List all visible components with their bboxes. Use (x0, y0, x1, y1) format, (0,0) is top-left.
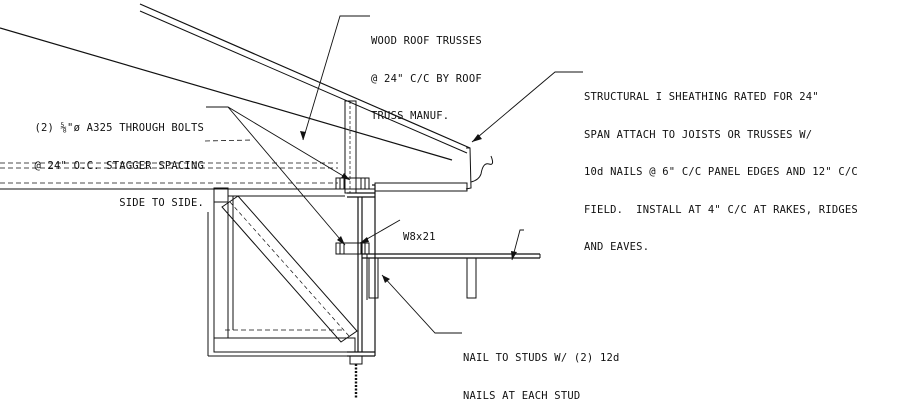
section-detail-drawing (0, 0, 915, 402)
note-nail-studs: NAIL TO STUDS W/ (2) 12d NAILS AT EACH S… (463, 327, 620, 415)
note-line: SIDE TO SIDE. (119, 197, 204, 209)
fascia-drip (471, 156, 493, 182)
note-roof-trusses: WOOD ROOF TRUSSES @ 24" C/C BY ROOF TRUS… (371, 10, 482, 135)
anchor-bolt (350, 356, 362, 398)
bolt-upper (336, 178, 369, 189)
note-line: TRUSS MANUF. (371, 110, 450, 122)
beam-label: W8x21 (403, 231, 436, 243)
note-line: (2) ⅝"ø A325 THROUGH BOLTS (34, 122, 204, 134)
bolt-lower (336, 243, 369, 254)
note-sheathing: STRUCTURAL I SHEATHING RATED FOR 24" SPA… (584, 66, 858, 266)
diagonal-brace (221, 195, 358, 343)
note-line: @ 24" C/C BY ROOF (371, 72, 482, 85)
roof-slope (0, 4, 471, 189)
note-line: WOOD ROOF TRUSSES (371, 35, 482, 47)
note-line: STRUCTURAL I SHEATHING RATED FOR 24" (584, 91, 819, 103)
note-line: AND EAVES. (584, 241, 650, 253)
wall-framing (208, 188, 355, 356)
note-line: FIELD. INSTALL AT 4" C/C AT RAKES, RIDGE… (584, 203, 858, 216)
arrowheads (300, 131, 517, 283)
floor-ledger (362, 254, 540, 300)
steel-beam (347, 185, 375, 356)
note-bolts: (2) ⅝"ø A325 THROUGH BOLTS @ 24" O.C. ST… (4, 97, 204, 222)
note-line: NAILS AT EACH STUD (463, 389, 581, 402)
note-line: SPAN ATTACH TO JOISTS OR TRUSSES W/ (584, 128, 813, 141)
note-beam-size: W8x21 (403, 206, 436, 256)
note-line: 10d NAILS @ 6" C/C PANEL EDGES AND 12" C… (584, 166, 858, 178)
note-line: @ 24" O.C. STAGGER SPACING (34, 159, 204, 172)
note-line: NAIL TO STUDS W/ (2) 12d (463, 352, 620, 364)
dashed-lines (0, 140, 338, 183)
